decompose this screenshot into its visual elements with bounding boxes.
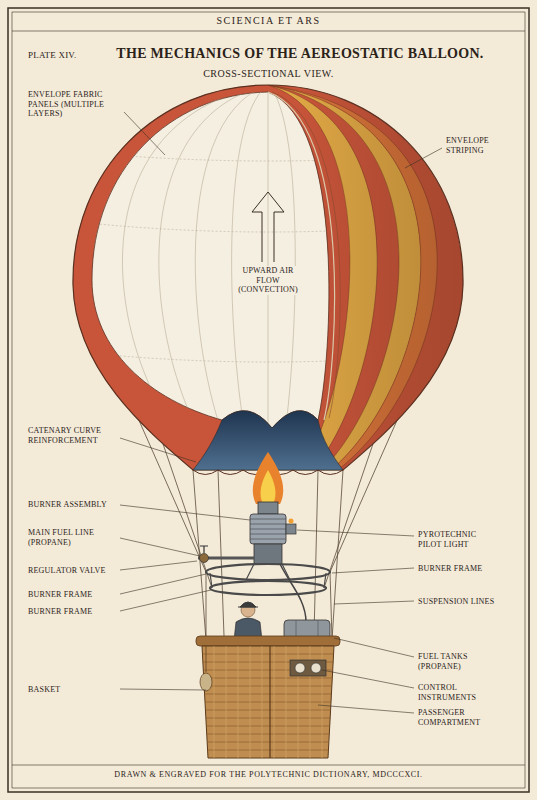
envelope-cutaway bbox=[92, 92, 329, 428]
leader-lines bbox=[120, 561, 197, 570]
leader-lines bbox=[120, 590, 211, 611]
convection-arrow bbox=[252, 192, 284, 262]
part-label: ENVELOPE STRIPING bbox=[446, 136, 516, 155]
basket bbox=[198, 646, 338, 758]
leader-lines bbox=[120, 112, 442, 713]
fabric-gores bbox=[60, 150, 480, 362]
leader-lines bbox=[334, 638, 414, 657]
part-label: FUEL TANKS (PROPANE) bbox=[418, 652, 488, 671]
part-label: BASKET bbox=[28, 685, 128, 695]
burner-assembly bbox=[198, 452, 330, 595]
series-header: SCIENCIA ET ARS bbox=[12, 15, 525, 27]
suspension-lines bbox=[218, 470, 224, 636]
compartment-divider bbox=[269, 646, 270, 758]
burner-assembly bbox=[250, 519, 286, 539]
part-label: CONTROL INSTRUMENTS bbox=[418, 683, 488, 702]
leader-lines bbox=[318, 705, 414, 713]
plate-frame bbox=[12, 31, 525, 32]
basket bbox=[311, 663, 321, 673]
envelope-cutaway bbox=[268, 92, 335, 420]
balloon-envelope bbox=[73, 85, 463, 470]
suspension-lines bbox=[206, 572, 207, 640]
fabric-gores bbox=[60, 220, 480, 232]
plate-subtitle: CROSS-SECTIONAL VIEW. bbox=[12, 68, 525, 80]
pilot-light bbox=[286, 524, 296, 534]
plate-frame bbox=[12, 12, 525, 788]
basket bbox=[196, 636, 340, 646]
sandbag bbox=[200, 673, 212, 691]
burner-assembly bbox=[210, 564, 326, 588]
leader-lines bbox=[322, 670, 414, 688]
leader-lines bbox=[297, 530, 414, 536]
part-label: CATENARY CURVE REINFORCEMENT bbox=[28, 426, 116, 445]
basket bbox=[238, 602, 258, 607]
leader-lines bbox=[334, 601, 414, 604]
plate-number: PLATE XIV. bbox=[28, 50, 98, 61]
fabric-gores bbox=[60, 350, 480, 362]
envelope-stripes bbox=[60, 80, 480, 480]
basket bbox=[295, 663, 305, 673]
leader-lines bbox=[120, 505, 250, 520]
burner-assembly bbox=[254, 544, 282, 564]
burner-assembly bbox=[250, 514, 286, 544]
fuel-hose bbox=[280, 564, 306, 622]
burner-assembly bbox=[253, 452, 283, 504]
envelope-cutaway bbox=[272, 92, 340, 418]
part-label: BURNER FRAME bbox=[28, 607, 128, 617]
part-label: ENVELOPE FABRIC PANELS (MULTIPLE LAYERS) bbox=[28, 90, 120, 119]
regulator-valve bbox=[200, 554, 209, 563]
leader-lines bbox=[120, 538, 200, 556]
part-label: BURNER FRAME bbox=[28, 590, 128, 600]
part-label: PYROTECHNIC PILOT LIGHT bbox=[418, 530, 488, 549]
burner-assembly bbox=[289, 519, 294, 524]
control-instruments bbox=[290, 660, 326, 676]
plate-frame bbox=[8, 8, 529, 792]
part-label: REGULATOR VALVE bbox=[28, 566, 128, 576]
leader-lines bbox=[120, 438, 196, 462]
leader-lines bbox=[405, 148, 442, 168]
part-label: BURNER ASSEMBLY bbox=[28, 500, 128, 510]
leader-lines bbox=[332, 568, 414, 573]
burner-assembly bbox=[200, 546, 208, 553]
burner-assembly bbox=[261, 470, 276, 504]
plate-frame bbox=[12, 765, 525, 766]
basket bbox=[196, 564, 340, 758]
burner-frame bbox=[210, 581, 326, 595]
part-label: SUSPENSION LINES bbox=[418, 597, 518, 607]
part-label: BURNER FRAME bbox=[418, 564, 518, 574]
basket bbox=[198, 654, 338, 750]
fabric-gores bbox=[60, 85, 480, 470]
fabric-gores bbox=[60, 150, 480, 161]
basket bbox=[206, 646, 207, 672]
envelope-cutaway bbox=[60, 85, 480, 475]
plate-frame bbox=[8, 8, 529, 792]
part-label: MAIN FUEL LINE (PROPANE) bbox=[28, 528, 106, 547]
flow-label: UPWARD AIR FLOW (CONVECTION) bbox=[234, 266, 302, 295]
burner-assembly bbox=[258, 502, 278, 514]
envelope-stripes bbox=[60, 80, 480, 480]
burner-frame bbox=[206, 564, 330, 580]
part-label: PASSENGER COMPARTMENT bbox=[418, 708, 498, 727]
leader-lines bbox=[120, 689, 206, 690]
leader-lines bbox=[124, 112, 165, 155]
suspension-lines bbox=[332, 470, 343, 640]
balloon-envelope bbox=[60, 80, 480, 480]
suspension-lines bbox=[314, 470, 318, 636]
engraver-caption: DRAWN & ENGRAVED FOR THE POLYTECHNIC DIC… bbox=[12, 770, 525, 780]
plate-title: THE MECHANICS OF THE AEREOSTATIC BALLOON… bbox=[80, 46, 520, 63]
leader-lines bbox=[120, 574, 206, 594]
